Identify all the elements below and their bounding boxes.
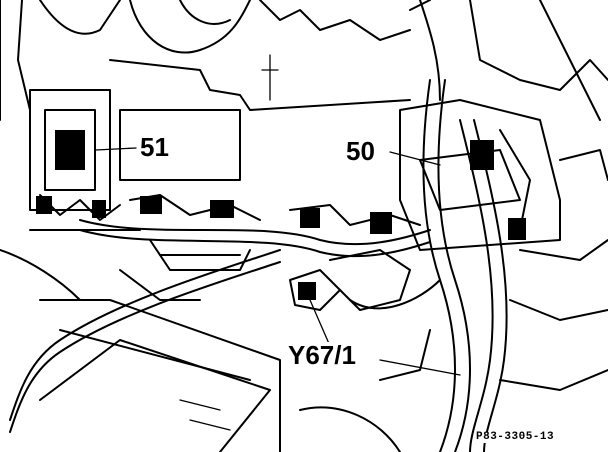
leader-lines: [95, 147, 461, 376]
figure-reference-code: P83-3305-13: [476, 431, 555, 443]
callout-y67-1: Y67/1: [286, 340, 358, 370]
component-y67-1: [289, 249, 441, 311]
lower-housing: [0, 249, 281, 452]
left-upper-structure: [0, 0, 411, 181]
component-51: [29, 89, 141, 231]
hoses: [79, 194, 431, 271]
routed-hose: [9, 79, 508, 452]
lower-right-structure: [299, 239, 608, 452]
callout-51: 51: [138, 132, 171, 162]
callout-50: 50: [344, 136, 377, 166]
component-50: [399, 0, 608, 251]
